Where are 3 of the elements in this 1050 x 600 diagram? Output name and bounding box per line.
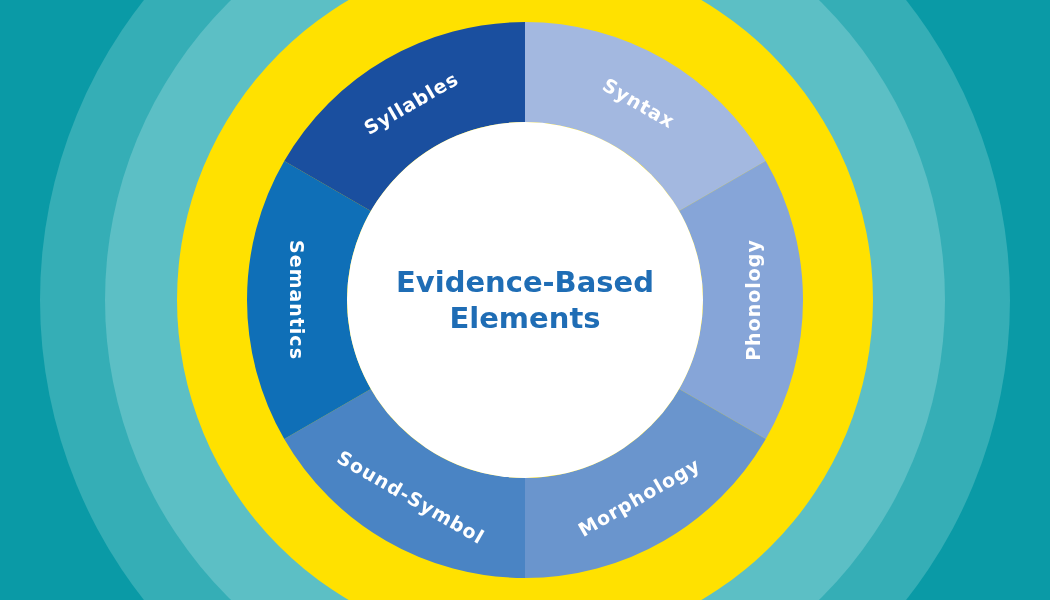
- segment-label: Phonology: [742, 239, 764, 361]
- segment-label: Semantics: [286, 240, 308, 360]
- center-label: Evidence-Based Elements: [395, 263, 655, 337]
